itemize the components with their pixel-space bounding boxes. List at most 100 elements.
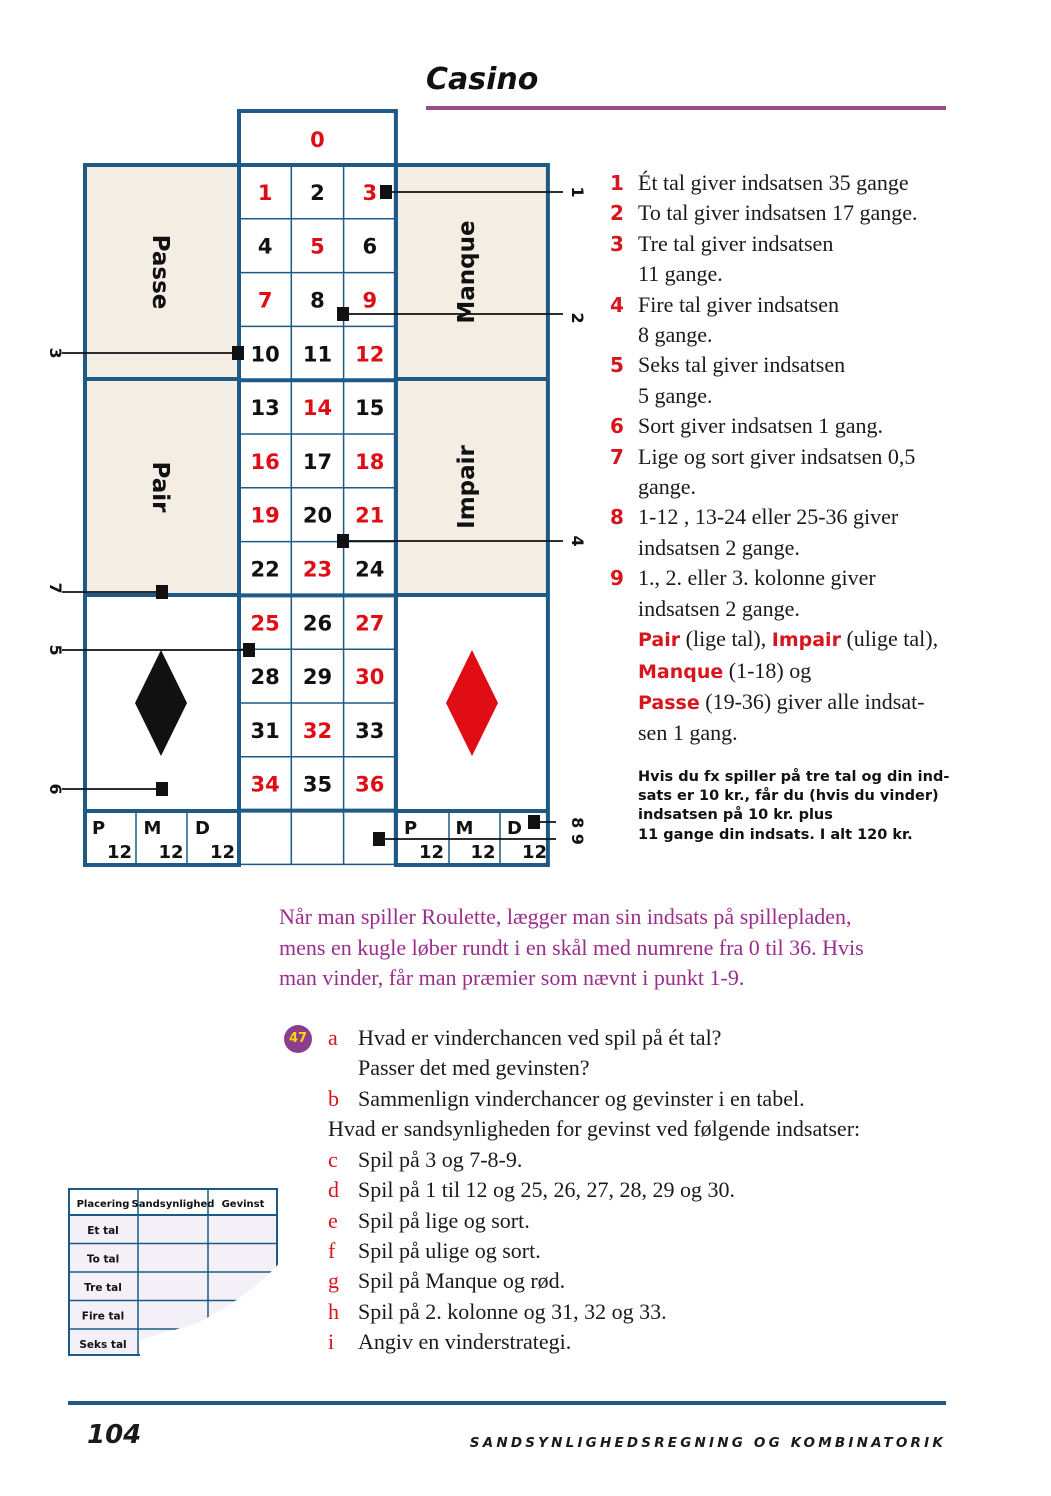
number-cell: 34 — [251, 773, 280, 797]
number-cell: 13 — [251, 396, 280, 420]
example-note: Hvis du fx spiller på tre tal og din ind… — [638, 769, 950, 843]
intro-paragraph: Når man spiller Roulette, lægger man sin… — [279, 904, 864, 990]
number-cell: 29 — [303, 665, 332, 689]
question-lead: Hvad er sandsynligheden for gevinst ved … — [328, 1116, 861, 1141]
number-cell: 10 — [251, 342, 280, 366]
number-cell: 26 — [303, 611, 332, 635]
black-diamond — [135, 650, 187, 756]
mini-row-label: Seks tal — [79, 1339, 126, 1351]
number-cell: 1 — [258, 181, 273, 205]
dozen-value: 12 — [419, 842, 444, 863]
mini-row-label: Tre tal — [84, 1282, 122, 1294]
pointer-label: 3 — [46, 347, 65, 358]
number-cell: 6 — [362, 235, 377, 259]
number-cell: 5 — [310, 235, 325, 259]
dozen-value: 12 — [158, 842, 183, 863]
rule-continuation: gange. — [638, 474, 697, 500]
number-cell: 32 — [303, 719, 332, 743]
pointer-marker — [156, 782, 168, 796]
pointer-marker — [337, 534, 349, 548]
pointer-label: 1 — [568, 186, 587, 197]
pointer-marker — [156, 585, 168, 599]
pointer-marker — [243, 643, 255, 657]
number-cell: 4 — [258, 235, 273, 259]
number-cell: 18 — [355, 450, 384, 474]
number-cell: 15 — [355, 396, 384, 420]
number-cell: 35 — [303, 773, 332, 797]
rule-continuation: 8 gange. — [638, 322, 713, 348]
dozen-letter: D — [195, 818, 210, 839]
mini-row-label: To tal — [87, 1254, 119, 1266]
number-cell: 27 — [355, 611, 384, 635]
number-cell: 19 — [251, 504, 280, 528]
number-cell: 12 — [355, 342, 384, 366]
mini-table-header-band — [68, 1188, 278, 1216]
even-money-line: sen 1 gang. — [638, 720, 738, 746]
manque-label: Manque — [454, 220, 480, 323]
pointer-label: 6 — [46, 783, 65, 794]
number-cell: 30 — [355, 665, 384, 689]
number-cell: 25 — [251, 611, 280, 635]
number-cell: 14 — [303, 396, 332, 420]
rule-continuation: 11 gange. — [638, 261, 723, 287]
number-cell: 8 — [310, 289, 325, 313]
number-cell: 7 — [258, 289, 273, 313]
page-title: Casino — [426, 62, 539, 97]
number-cell: 24 — [355, 558, 384, 582]
number-cell: 36 — [355, 773, 384, 797]
number-cell: 28 — [251, 665, 280, 689]
number-cell: 3 — [362, 181, 377, 205]
even-money-line: Passe (19-36) giver alle indsat- — [638, 688, 925, 714]
mini-header: Placering — [77, 1199, 130, 1210]
passe-label: Passe — [147, 235, 173, 310]
pointer-marker — [528, 815, 540, 829]
number-cell: 16 — [251, 450, 280, 474]
dozen-letter: M — [456, 818, 474, 839]
pointer-label: 2 — [568, 312, 587, 323]
footer-rule — [68, 1401, 946, 1405]
pointer-label: 8 9 — [568, 817, 587, 845]
zero-label: 0 — [310, 128, 325, 152]
dozen-value: 12 — [522, 842, 547, 863]
number-cell: 17 — [303, 450, 332, 474]
dozen-value: 12 — [210, 842, 235, 863]
mini-header: Sandsynlighed — [132, 1199, 215, 1210]
impair-label: Impair — [454, 444, 480, 528]
pointer-label: 7 — [46, 582, 65, 593]
pointer-marker — [232, 346, 244, 360]
number-cell: 11 — [303, 342, 332, 366]
number-cell: 21 — [355, 504, 384, 528]
mini-row-label: Fire tal — [82, 1311, 124, 1323]
dozen-letter: P — [92, 818, 105, 839]
number-cell: 2 — [310, 181, 325, 205]
mini-row-label: Et tal — [87, 1225, 119, 1237]
number-cell: 20 — [303, 504, 332, 528]
dozen-letter: D — [507, 818, 522, 839]
even-money-line: Pair (lige tal), Impair (ulige tal), — [638, 626, 939, 652]
dozen-value: 12 — [470, 842, 495, 863]
rule-continuation: indsatsen 2 gange. — [638, 534, 800, 560]
number-cell: 33 — [355, 719, 384, 743]
dozen-letter: M — [144, 818, 162, 839]
right-outer-box — [393, 163, 550, 867]
number-cell: 22 — [251, 558, 280, 582]
pointer-marker — [337, 307, 349, 321]
